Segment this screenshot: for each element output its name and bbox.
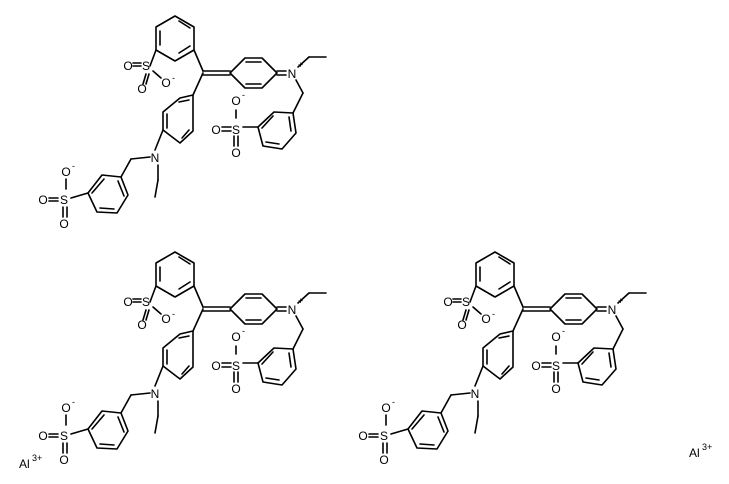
- oxygen-atom-label: O: [531, 359, 540, 373]
- oxygen-atom-label: O: [38, 429, 47, 443]
- sulfur-atom-label: S: [380, 429, 388, 443]
- oxygen-atom-label: O: [123, 59, 132, 73]
- sulfur-atom-label: S: [552, 359, 560, 373]
- oxygen-atom-label: O: [38, 193, 47, 207]
- oxygen-atom-label: O: [137, 318, 146, 332]
- charge-label: -: [242, 90, 245, 100]
- charge-label: -: [72, 161, 75, 171]
- oxygen-atom-label: O: [231, 382, 240, 396]
- oxygen-atom-label: O: [61, 165, 70, 179]
- iminium-nitrogen: N: [288, 67, 297, 81]
- charge-label: -: [392, 397, 395, 407]
- sulfur-atom-label: S: [142, 295, 150, 309]
- charge-label: -: [492, 309, 495, 319]
- charge-label: +: [618, 296, 623, 306]
- oxygen-atom-label: O: [59, 217, 68, 231]
- nitrogen-atom-label: N: [151, 387, 160, 401]
- charge-label: +: [298, 60, 303, 70]
- sulfur-atom-label: S: [462, 295, 470, 309]
- sulfur-atom-label: S: [60, 429, 68, 443]
- charge-label: -: [562, 326, 565, 336]
- charge-label: -: [172, 73, 175, 83]
- charge-label: Al: [19, 457, 30, 471]
- aluminium-ion-2: Al 3+: [689, 442, 712, 460]
- oxygen-atom-label: O: [551, 382, 560, 396]
- charge-label: -: [172, 309, 175, 319]
- oxygen-atom-label: O: [551, 330, 560, 344]
- sulfur-atom-label: S: [232, 123, 240, 137]
- oxygen-atom-label: O: [61, 401, 70, 415]
- oxygen-atom-label: O: [211, 123, 220, 137]
- molecule-1: S O O O - N + S O - O O N S O - O O: [38, 15, 327, 231]
- amine-nitrogen: N: [151, 151, 160, 165]
- oxygen-atom-label: O: [161, 312, 170, 326]
- oxygen-atom-label: O: [137, 82, 146, 96]
- oxygen-atom-label: O: [379, 453, 388, 467]
- nitrogen-atom-label: N: [288, 303, 297, 317]
- charge-label: +: [298, 296, 303, 306]
- sulfonate-sulfur: S: [142, 59, 150, 73]
- oxygen-atom-label: O: [381, 401, 390, 415]
- oxygen-atom-label: O: [123, 295, 132, 309]
- nitrogen-atom-label: N: [608, 303, 617, 317]
- charge-label: 3+: [702, 442, 712, 452]
- charge-label: 3+: [32, 453, 42, 463]
- oxygen-atom-label: O: [443, 295, 452, 309]
- oxygen-atom-label: O: [231, 330, 240, 344]
- sulfur-atom-label: S: [60, 193, 68, 207]
- oxygen-atom-label: O: [59, 453, 68, 467]
- oxygen-atom-label: O: [231, 94, 240, 108]
- aluminium-ion-1: Al 3+: [19, 453, 42, 471]
- charge-label: -: [72, 397, 75, 407]
- oxygen-atom-label: O: [358, 429, 367, 443]
- sulfur-atom-label: S: [232, 359, 240, 373]
- oxygen-atom-label: O: [457, 318, 466, 332]
- molecule-3: S O O O - N + S O - O O N S O - O O: [358, 251, 647, 467]
- charge-label: Al: [689, 446, 700, 460]
- nitrogen-atom-label: N: [471, 387, 480, 401]
- oxygen-atom-label: O: [211, 359, 220, 373]
- oxygen-atom-label: O: [481, 312, 490, 326]
- molecule-2: S O O O - N + S O - O O N S O - O O: [38, 251, 327, 467]
- charge-label: -: [242, 326, 245, 336]
- oxygen-atom-label: O: [231, 146, 240, 160]
- oxygen-atom-label: O: [161, 76, 170, 90]
